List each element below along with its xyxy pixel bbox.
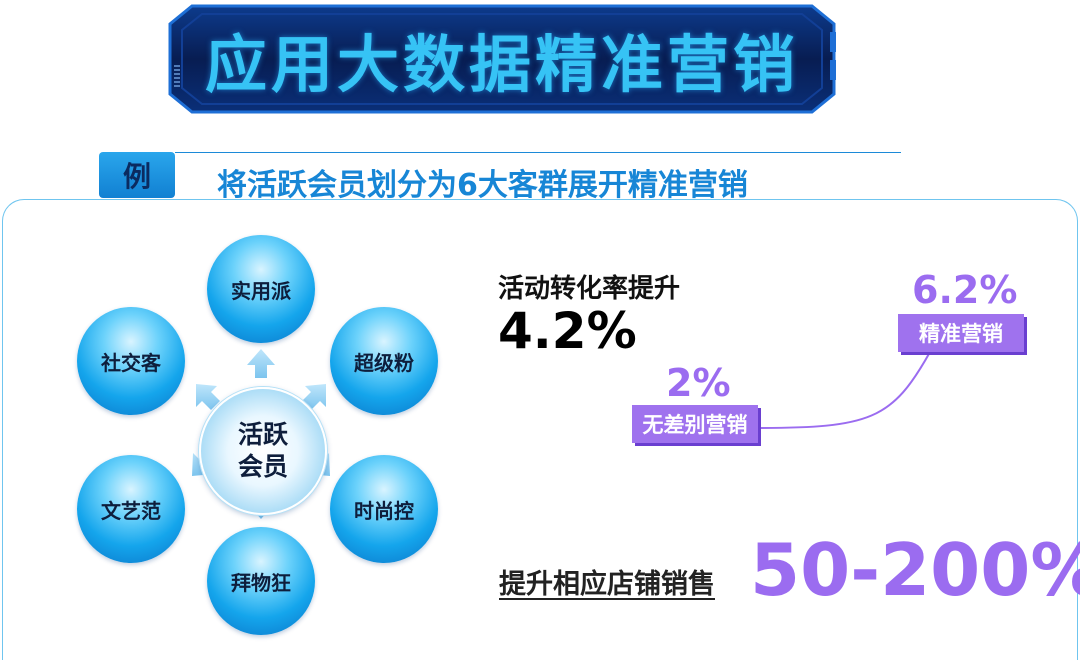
baseline-tag: 无差别营销 (632, 405, 758, 443)
segment-node-bottom-left: 文艺范 (77, 455, 185, 563)
segment-node-top-left: 社交客 (77, 307, 185, 415)
header-banner: 应用大数据精准营销 (166, 4, 838, 114)
conversion-value: 4.2% (498, 302, 637, 360)
segment-node-bottom: 拜物狂 (207, 527, 315, 635)
conversion-label: 活动转化率提升 (498, 274, 681, 304)
banner-frame (168, 4, 836, 114)
example-badge: 例 (99, 152, 175, 198)
sales-label: 提升相应店铺销售 (499, 569, 715, 600)
arrow-up-icon (247, 349, 275, 378)
page-title: 应用大数据精准营销 (204, 28, 799, 101)
baseline-value: 2% (666, 361, 731, 405)
example-headline: 将活跃会员划分为6大客群展开精准营销 (217, 168, 748, 203)
arrow-up-right-icon (302, 384, 326, 410)
center-node-line2: 会员 (237, 452, 288, 481)
segment-node-top: 实用派 (207, 235, 315, 343)
content-panel (2, 199, 1078, 660)
center-node: 活跃 会员 (199, 387, 327, 515)
targeted-tag: 精准营销 (898, 314, 1024, 352)
sales-value: 50-200% (750, 528, 1080, 612)
targeted-value: 6.2% (912, 268, 1018, 312)
arrow-up-left-icon (196, 384, 220, 410)
example-divider (175, 152, 901, 153)
center-node-line1: 活跃 (237, 420, 288, 449)
segment-node-top-right: 超级粉 (330, 307, 438, 415)
segment-node-bottom-right: 时尚控 (330, 455, 438, 563)
